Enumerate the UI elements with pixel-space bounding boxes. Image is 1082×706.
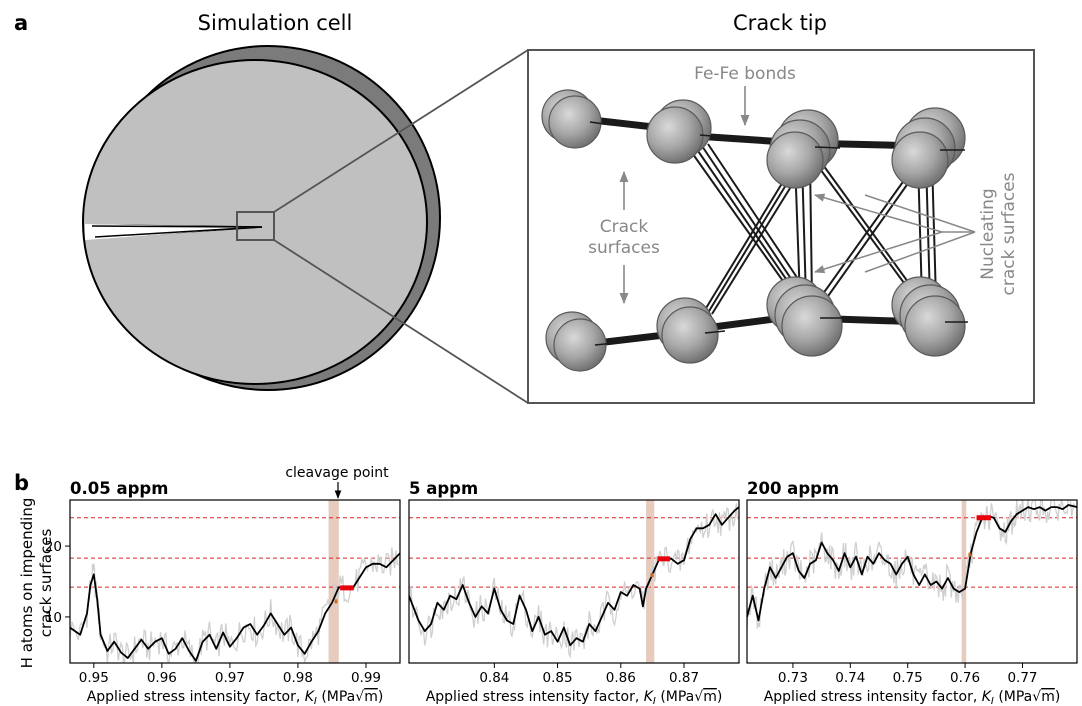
x-tick-label: 0.75 [893, 670, 923, 686]
x-tick-label: 0.95 [79, 670, 109, 686]
cleavage-point-label: cleavage point [285, 465, 389, 481]
zoom-line-top [273, 49, 529, 213]
y-axis-label-2: crack surfaces [37, 529, 55, 638]
zoom-box [236, 211, 275, 241]
plot-frame [69, 499, 401, 664]
y-axis-label-1: H atoms on impending [18, 498, 36, 669]
fe-atoms [541, 89, 966, 372]
x-tick-label: 0.84 [479, 670, 509, 686]
charts-group: 0.95 0.96 0.97 0.98 0.99 10 20 0.05 appmApplied… [45, 479, 1078, 706]
x-tick-label: 0.98 [283, 670, 313, 686]
raw-trace [409, 503, 739, 659]
simulation-cell-disk [82, 45, 441, 391]
cleavage-band [328, 500, 339, 663]
x-axis-label: Applied stress intensity factor, KI (MPa… [764, 689, 1061, 706]
chart-title: 5 appm [409, 479, 478, 498]
nucleating-label-1: Nucleating [978, 188, 998, 279]
x-tick-label: 0.73 [778, 670, 808, 686]
fe-fe-bonds-label: Fe-Fe bonds [694, 64, 796, 84]
chart-plot-area [409, 500, 739, 663]
x-tick-label: 0.86 [606, 670, 636, 686]
x-tick-label: 0.74 [835, 670, 865, 686]
nucleating-arrows [813, 193, 976, 274]
raw-trace [70, 547, 399, 663]
plot-frame [408, 499, 740, 664]
x-tick-label: 0.97 [215, 670, 245, 686]
series-trace [747, 504, 1077, 622]
x-tick-label: 0.87 [669, 670, 699, 686]
crack-tip-title: Crack tip [733, 11, 827, 35]
simulation-cell-title: Simulation cell [198, 11, 353, 35]
zoom-line-bottom [273, 239, 529, 404]
y-tick-label: 10 [45, 610, 62, 626]
series-trace [70, 552, 400, 662]
raw-trace [747, 500, 1076, 631]
chart-title: 0.05 appm [70, 479, 168, 498]
series-trace [409, 506, 739, 647]
x-tick-label: 0.77 [1007, 670, 1037, 686]
x-tick-label: 0.76 [950, 670, 980, 686]
crack-surfaces-label-1: Crack [600, 217, 649, 237]
x-axis-label: Applied stress intensity factor, KI (MPa… [87, 689, 384, 706]
x-axis-label: Applied stress intensity factor, KI (MPa… [426, 689, 723, 706]
x-tick-label: 0.96 [147, 670, 177, 686]
chart-plot-area [747, 500, 1077, 663]
chart-panel-1: 0.95 0.96 0.97 0.98 0.99 10 20 0.05 appmApplied… [45, 479, 401, 706]
x-tick-label: 0.85 [543, 670, 573, 686]
chart-title: 200 appm [747, 479, 839, 498]
y-tick-label: 20 [45, 539, 62, 555]
x-tick-label: 0.99 [351, 670, 381, 686]
cleavage-band [961, 500, 967, 663]
chart-plot-area [70, 500, 400, 663]
panel-b-label: b [14, 471, 29, 495]
atom-bond-stubs [589, 121, 968, 346]
nucleating-label-2: crack surfaces [999, 172, 1019, 295]
panel-a-label: a [14, 11, 28, 35]
plot-frame [746, 499, 1078, 664]
crack-surfaces-label-2: surfaces [588, 238, 660, 258]
